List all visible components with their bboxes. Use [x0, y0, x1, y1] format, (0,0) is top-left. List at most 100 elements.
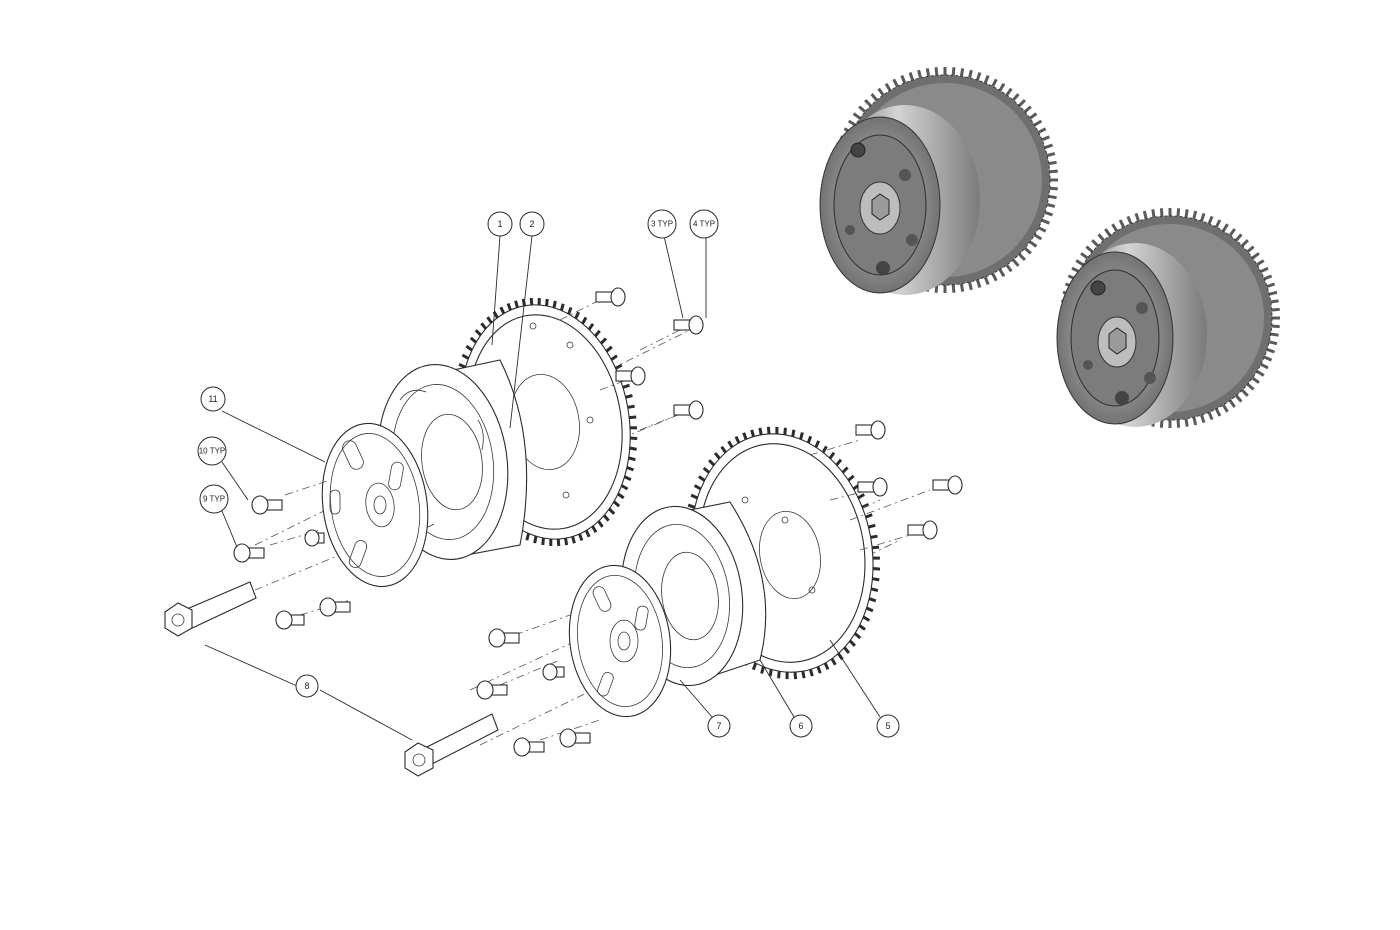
gear-tooth: [968, 281, 973, 291]
gear-tooth: [727, 440, 734, 449]
gear-tooth: [760, 666, 765, 674]
gear-tooth: [830, 657, 837, 666]
screws-upper-right: [559, 287, 704, 431]
screws-upper-left: [233, 479, 351, 630]
gear-tooth: [506, 302, 512, 311]
gear-tooth: [1260, 362, 1269, 370]
gear-tooth: [1029, 240, 1038, 248]
gear-tooth: [1126, 215, 1133, 225]
gear-tooth: [998, 82, 1006, 92]
upper-explosion-stack: [164, 287, 704, 637]
gear-tooth: [591, 525, 598, 534]
gear-tooth: [594, 329, 601, 338]
gear-tooth: [1005, 87, 1013, 96]
gear-tooth: [1104, 228, 1112, 237]
gear-tooth: [1159, 419, 1164, 428]
gear-tooth: [1256, 370, 1265, 377]
gear-tooth: [951, 67, 956, 76]
gear-tooth: [766, 426, 771, 435]
gear-tooth: [1134, 212, 1140, 222]
gear-tooth: [934, 67, 939, 76]
gear-tooth: [1085, 245, 1094, 253]
gear-tooth: [514, 300, 519, 308]
gear-tooth: [1263, 274, 1273, 281]
gear-tooth: [1176, 208, 1181, 217]
gear-tooth: [758, 427, 763, 436]
gear-tooth: [809, 669, 814, 677]
gear-tooth: [793, 671, 798, 680]
gear-tooth: [852, 112, 861, 120]
balloon-4-typ: 4 TYP: [689, 209, 719, 239]
gear-tooth: [1251, 252, 1260, 260]
gear-tooth: [975, 72, 982, 81]
gear-tooth: [1041, 135, 1050, 142]
gear-tooth: [1037, 226, 1047, 233]
gear-tooth: [687, 503, 696, 509]
gear-tooth: [610, 354, 618, 361]
gear-tooth: [1260, 266, 1269, 274]
gear-tooth: [872, 577, 880, 582]
leader-lines: [204, 235, 881, 741]
gear-tooth: [630, 436, 638, 441]
gear-tooth: [612, 500, 621, 508]
gear-tooth: [868, 523, 876, 529]
gear-tooth: [567, 306, 573, 315]
gear-tooth: [626, 466, 635, 472]
gear-tooth: [870, 534, 878, 539]
gear-tooth: [858, 624, 866, 631]
rendered-assembly-upper: [819, 74, 1051, 295]
gear-tooth: [1270, 299, 1279, 304]
gear-tooth: [871, 545, 880, 550]
gear-tooth: [1222, 404, 1229, 413]
svg-text:2: 2: [529, 219, 534, 229]
svg-text:1: 1: [497, 219, 502, 229]
gear-tooth: [1033, 119, 1043, 127]
svg-text:9 TYP: 9 TYP: [203, 495, 225, 504]
gear-tooth: [1222, 223, 1229, 232]
gear-tooth: [1266, 282, 1276, 288]
gear-tooth: [1029, 112, 1038, 120]
gear-tooth: [1046, 152, 1056, 157]
gear-tooth: [853, 632, 862, 640]
gear-tooth: [777, 671, 781, 679]
gear-tooth: [1192, 416, 1198, 426]
gear-tooth: [791, 429, 796, 437]
gear-tooth: [865, 606, 874, 613]
gear-tooth: [465, 344, 473, 352]
gear-tooth: [917, 69, 922, 79]
gear-tooth: [693, 484, 702, 491]
gear-tooth: [991, 78, 998, 88]
bolt-8-upper: [164, 581, 257, 637]
gear-tooth: [1268, 290, 1278, 296]
balloon-11: 11: [200, 386, 226, 412]
gear-tooth: [1049, 169, 1058, 174]
gear-tooth: [823, 662, 830, 671]
gear-tooth: [884, 82, 892, 92]
gear-tooth: [872, 567, 881, 571]
gear-tooth: [870, 587, 879, 593]
balloon-5: 5: [876, 714, 900, 738]
gear-tooth: [556, 538, 561, 547]
gear-tooth: [1118, 219, 1126, 228]
gear-tooth: [1246, 383, 1255, 391]
gear-tooth: [702, 466, 711, 474]
gear-tooth: [801, 670, 806, 679]
gear-tooth: [1271, 324, 1280, 329]
gear-tooth: [720, 445, 727, 454]
screws-lower-left: [476, 614, 601, 757]
gear-tooth: [571, 536, 576, 544]
gear-tooth: [713, 452, 721, 460]
gear-tooth: [587, 322, 595, 331]
gear-tooth: [1271, 307, 1280, 312]
gear-tooth: [1075, 259, 1084, 266]
gear-tooth: [623, 475, 632, 482]
gear-tooth: [734, 435, 741, 444]
gear-tooth: [821, 445, 828, 454]
hub-plate-11: [321, 422, 429, 588]
gear-tooth: [1023, 105, 1032, 113]
gear-tooth: [1200, 414, 1206, 424]
gear-tooth: [581, 316, 588, 325]
gear-tooth: [864, 99, 872, 107]
gear-tooth: [968, 69, 973, 79]
